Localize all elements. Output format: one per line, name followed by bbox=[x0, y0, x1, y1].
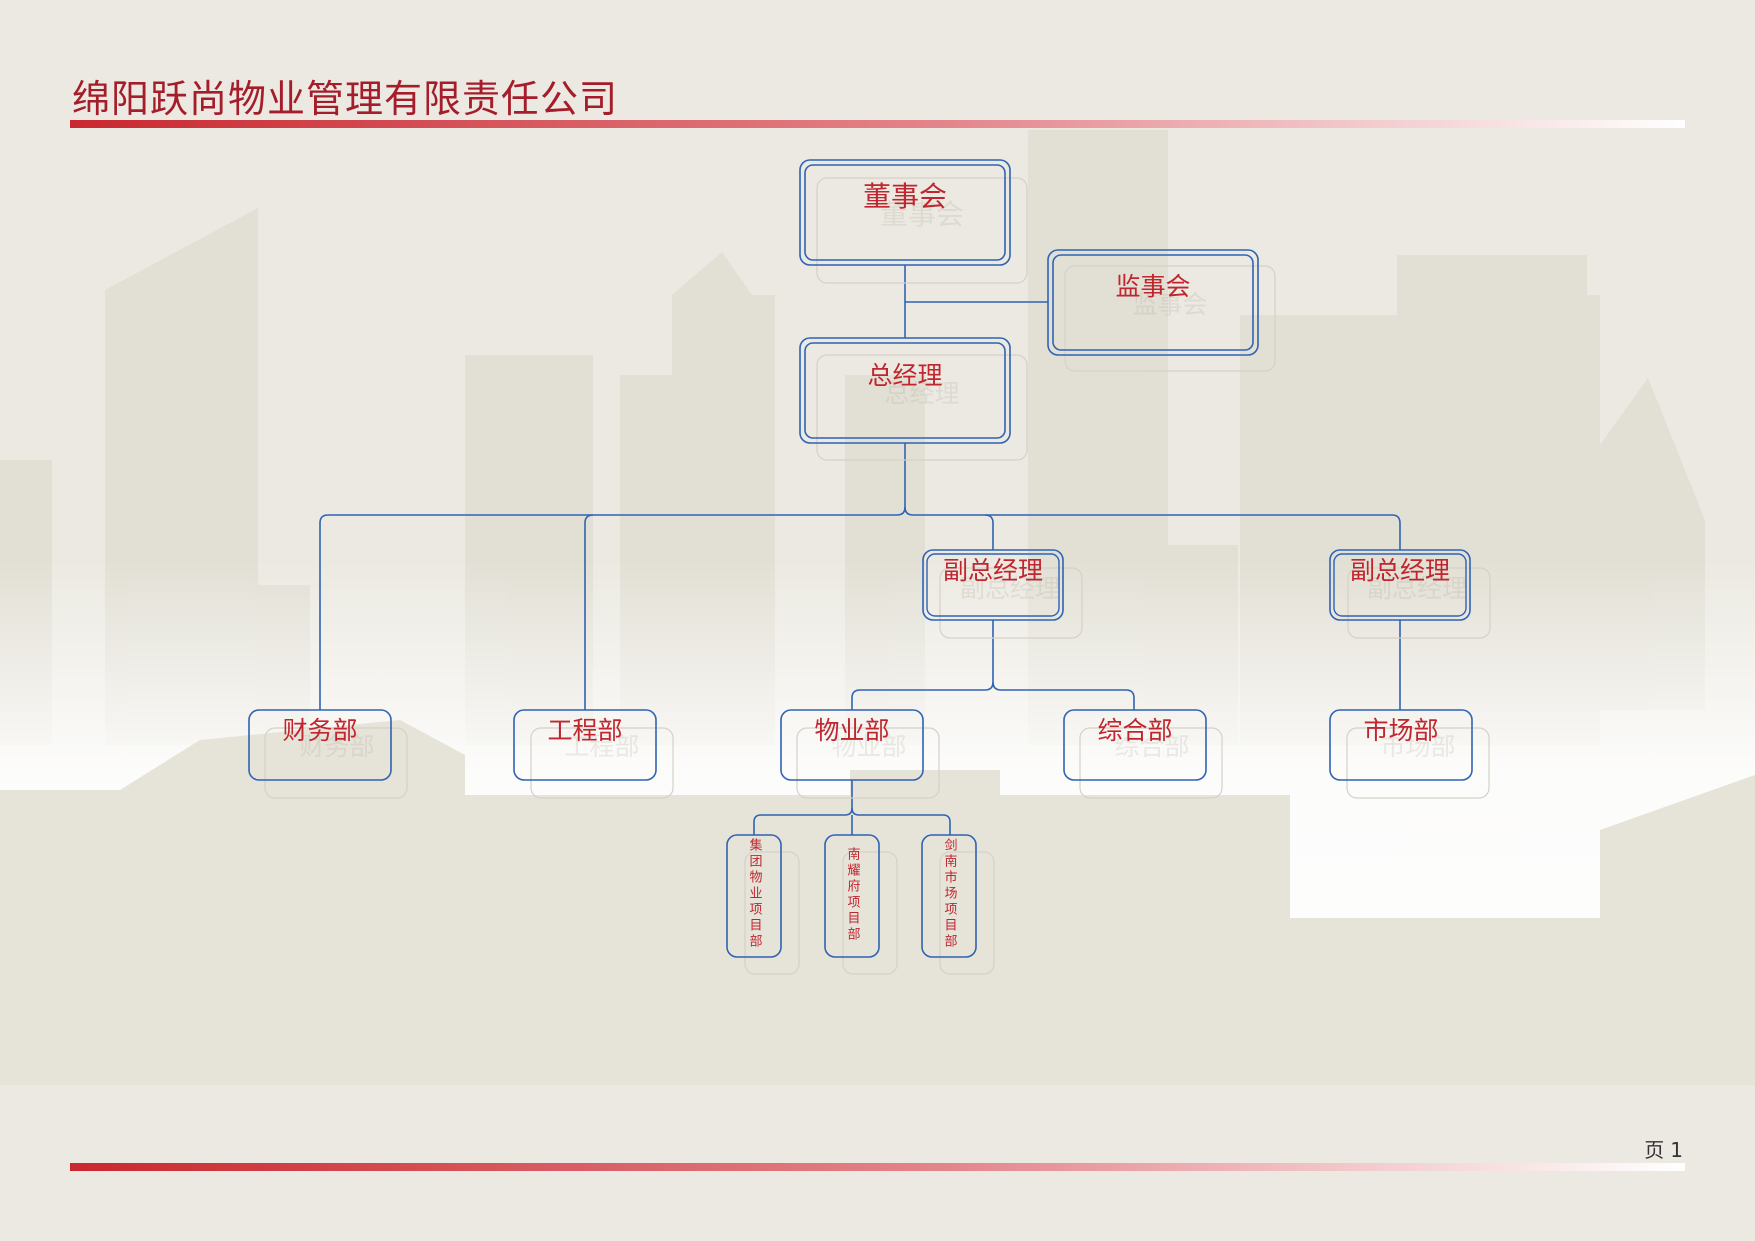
connector-right-branch bbox=[904, 506, 994, 550]
node-finance-box bbox=[248, 709, 392, 781]
connector-general-affairs bbox=[992, 681, 1135, 710]
deputy1-label-shadow: 副总经理 bbox=[959, 574, 1061, 603]
property-label-shadow: 物业部 bbox=[831, 732, 907, 761]
node-board-box bbox=[799, 159, 1011, 266]
deputy2-label-shadow: 副总经理 bbox=[1366, 574, 1468, 603]
property-label: 物业部 bbox=[814, 716, 890, 745]
board-label: 董事会 bbox=[862, 180, 948, 213]
general-affairs-label-shadow: 综合部 bbox=[1114, 732, 1190, 761]
node-property-box bbox=[780, 709, 924, 781]
node-engineering-box bbox=[513, 709, 657, 781]
engineering-label: 工程部 bbox=[547, 716, 623, 745]
gm-label-shadow: 总经理 bbox=[884, 379, 960, 408]
project-nanyao-label: 南耀府项目部 bbox=[844, 847, 860, 943]
node-marketing-box bbox=[1329, 709, 1473, 781]
connector-projects bbox=[753, 780, 853, 835]
deputy1-label: 副总经理 bbox=[942, 556, 1044, 585]
finance-label-shadow: 财务部 bbox=[299, 732, 375, 761]
project-group-label: 集团物业项目部 bbox=[746, 838, 762, 950]
node-project-group-box bbox=[726, 834, 782, 958]
connector-engineering bbox=[584, 514, 594, 710]
node-general-affairs-box bbox=[1063, 709, 1207, 781]
marketing-label-shadow: 市场部 bbox=[1380, 732, 1456, 761]
node-project-nanyao-box bbox=[824, 834, 880, 958]
company-title: 绵阳跃尚物业管理有限责任公司 bbox=[72, 77, 619, 121]
node-project-jiannan-box bbox=[921, 834, 977, 958]
supervisory-label-shadow: 监事会 bbox=[1132, 290, 1208, 319]
general-affairs-label: 综合部 bbox=[1097, 716, 1173, 745]
deputy2-label: 副总经理 bbox=[1349, 556, 1451, 585]
marketing-label: 市场部 bbox=[1363, 716, 1439, 745]
project-jiannan-label: 剑南市场项目部 bbox=[941, 838, 957, 950]
connector-deputy2 bbox=[985, 514, 1401, 550]
node-deputy1-box bbox=[922, 549, 1064, 621]
engineering-label-shadow: 工程部 bbox=[564, 732, 640, 761]
page-number-value: 1 bbox=[1670, 1138, 1683, 1162]
board-label-shadow: 董事会 bbox=[879, 198, 965, 231]
node-deputy2-box bbox=[1329, 549, 1471, 621]
finance-label: 财务部 bbox=[282, 716, 358, 745]
supervisory-label: 监事会 bbox=[1115, 272, 1191, 301]
page-prefix: 页 bbox=[1644, 1138, 1665, 1162]
node-supervisory-box bbox=[1047, 249, 1259, 356]
connector-gm-down bbox=[319, 443, 906, 710]
connector-project-right bbox=[851, 807, 951, 835]
connector-deputy1-down bbox=[851, 620, 994, 710]
node-gm-box bbox=[799, 337, 1011, 444]
gm-label: 总经理 bbox=[867, 361, 943, 390]
